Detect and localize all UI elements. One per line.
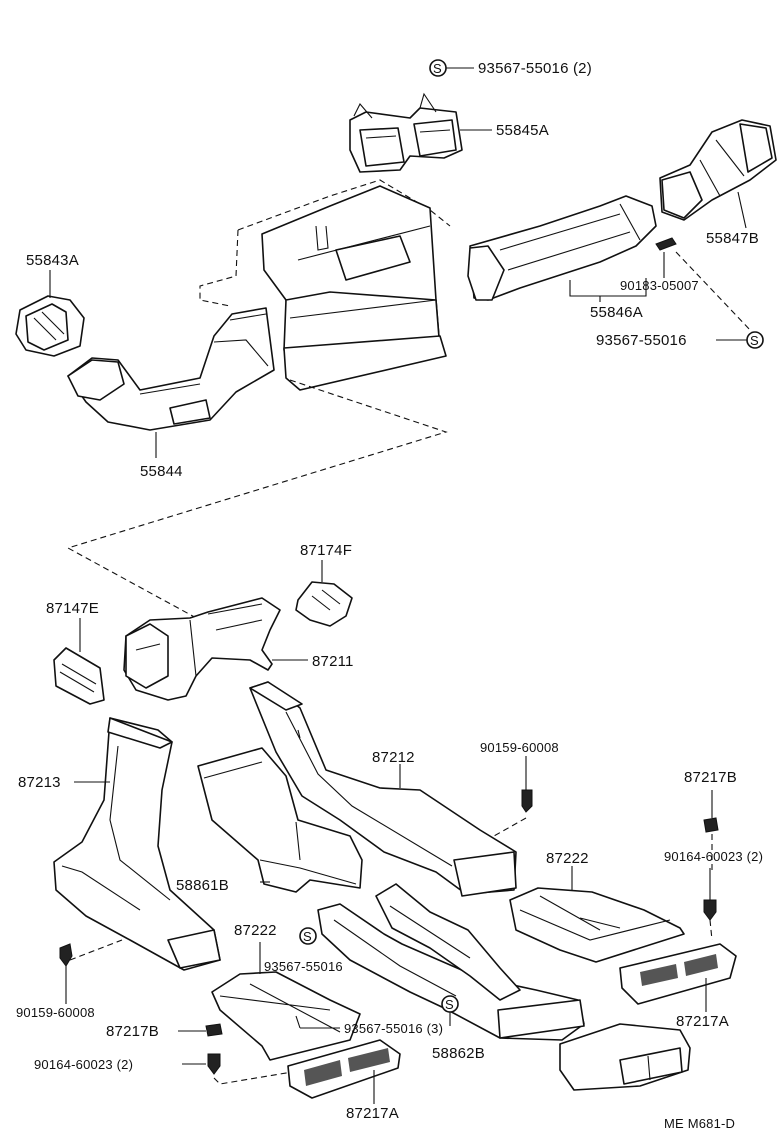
label-87212: 87212: [372, 749, 415, 766]
part-87217B-left: [178, 1023, 223, 1037]
label-55847B: 55847B: [706, 230, 759, 247]
label-diagram-code: ME M681-D: [664, 1116, 735, 1131]
label-87211: 87211: [312, 653, 354, 670]
svg-text:S: S: [433, 61, 442, 76]
label-87213: 87213: [18, 774, 61, 791]
label-87217B-right: 87217B: [684, 769, 737, 786]
label-55845A: 55845A: [496, 122, 549, 139]
label-90159-60008-right: 90159-60008: [480, 740, 559, 755]
fastener-90164-left: [182, 1053, 293, 1085]
svg-text:S: S: [445, 997, 454, 1012]
part-hood-bottom-right: [559, 1023, 691, 1091]
label-87174F: 87174F: [300, 542, 352, 559]
label-58862B: 58862B: [432, 1045, 485, 1062]
part-87213: [53, 717, 221, 971]
label-93567-55016-mid: 93567-55016: [264, 959, 343, 974]
label-93567-55016-right: 93567-55016: [596, 332, 687, 349]
clip-top: S: [429, 59, 474, 77]
label-93567-55016-3: 93567-55016 (3): [344, 1021, 443, 1036]
label-55844: 55844: [140, 463, 183, 480]
part-87222-left: [211, 942, 361, 1061]
label-58861B: 58861B: [176, 877, 229, 894]
label-87217A-left: 87217A: [346, 1105, 399, 1122]
part-87217A-right: [619, 943, 737, 1012]
label-87222-right: 87222: [546, 850, 589, 867]
fastener-90159-left: [59, 939, 123, 1004]
label-87217A-right: 87217A: [676, 1013, 729, 1030]
label-90164-60023-left: 90164-60023 (2): [34, 1057, 133, 1072]
label-55843A: 55843A: [26, 252, 79, 269]
part-87174F: [295, 560, 353, 627]
part-87217A-left: [287, 1039, 401, 1104]
part-55846A: [467, 195, 657, 302]
label-87222-left: 87222: [234, 922, 277, 939]
part-90183-05007: [655, 237, 677, 278]
label-55846A: 55846A: [590, 304, 643, 321]
part-87147E: [53, 618, 105, 705]
part-87212: [249, 681, 517, 897]
clip-right: S: [675, 251, 764, 349]
part-87217B-right: [703, 790, 719, 870]
part-55847B: [659, 119, 777, 229]
link-line-main: [66, 379, 448, 621]
clip-mid-right: S: [441, 995, 459, 1013]
svg-text:S: S: [750, 333, 759, 348]
label-90159-60008-left: 90159-60008: [16, 1005, 95, 1020]
fastener-90159-right: [493, 756, 533, 837]
label-93567-55016-top: 93567-55016 (2): [478, 60, 592, 77]
part-87222-right: [509, 866, 685, 963]
part-55843A: [15, 270, 85, 357]
part-58862B: [317, 883, 585, 1041]
label-87147E: 87147E: [46, 600, 99, 617]
label-90183-05007: 90183-05007: [620, 278, 699, 293]
clip-mid-left: S: [299, 927, 317, 945]
svg-text:S: S: [303, 929, 312, 944]
fastener-90164-right: [703, 868, 717, 941]
label-90164-60023-right: 90164-60023 (2): [664, 849, 763, 864]
part-55844: [67, 307, 275, 458]
part-87211: [123, 597, 308, 701]
part-58861B: [197, 747, 363, 893]
heater-unit: [199, 179, 451, 391]
part-55845A: [349, 92, 492, 173]
label-87217B-left: 87217B: [106, 1023, 159, 1040]
